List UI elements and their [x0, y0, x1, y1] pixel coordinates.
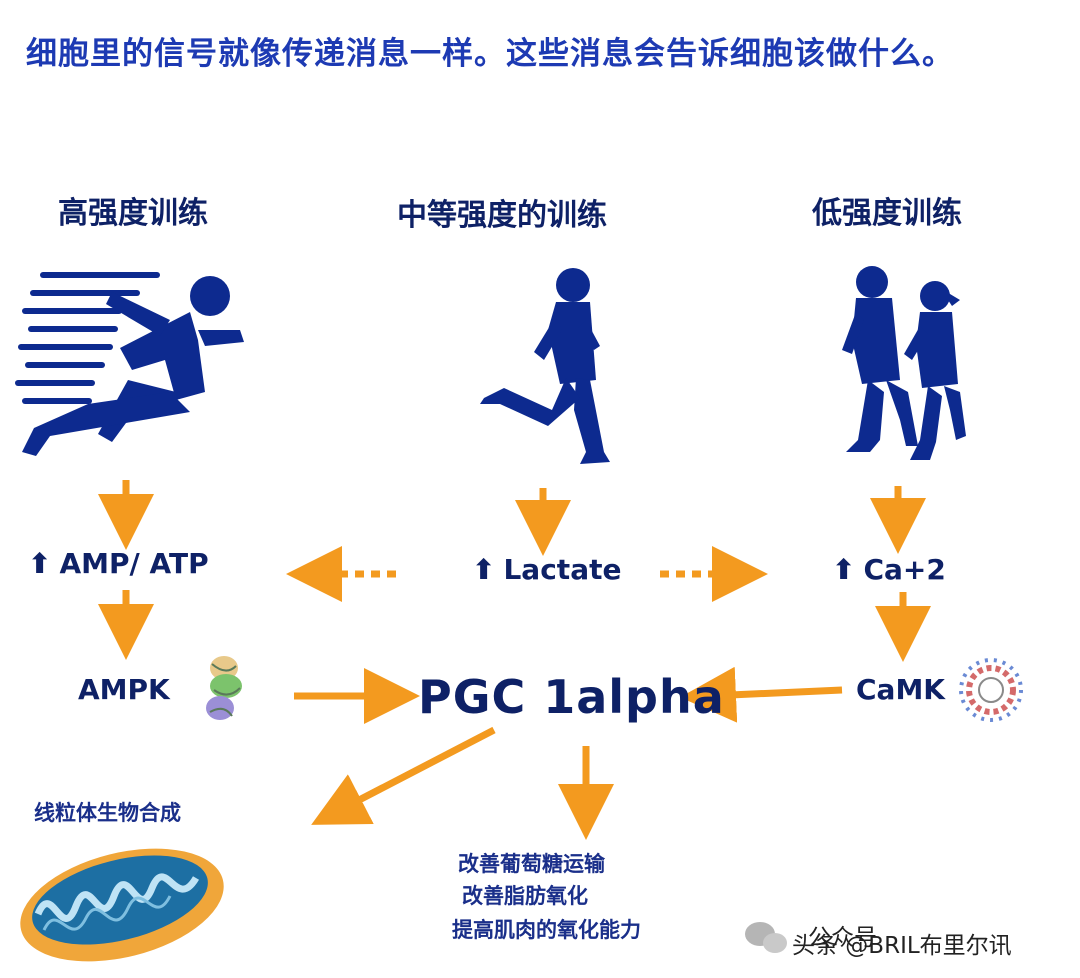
- sprinter-icon: [15, 272, 244, 456]
- amp-atp-label: AMP/ ATP: [59, 547, 209, 580]
- pgc1alpha-label: PGC 1alpha: [418, 670, 725, 724]
- camk-label: CaMK: [856, 673, 946, 706]
- arrow-camk-to-pgc: [680, 666, 843, 723]
- watermark-main: 头条 @BRIL布里尔讯: [792, 933, 1012, 959]
- headline: 细胞里的信号就像传递消息一样。这些消息会告诉细胞该做什么。: [26, 36, 954, 72]
- joggers-icon: [842, 266, 966, 460]
- title-low-intensity: 低强度训练: [812, 196, 962, 231]
- watermark-faint: 公众号: [808, 925, 877, 951]
- ampk-label: AMPK: [78, 673, 170, 706]
- signal-amp-atp: ⬆AMP/ ATP: [28, 547, 209, 580]
- outcome-fat-oxidation: 改善脂肪氧化: [462, 884, 588, 908]
- runner-icon: [480, 268, 610, 464]
- lactate-label: Lactate: [503, 553, 622, 586]
- ca-label: Ca+2: [863, 553, 946, 586]
- wechat-icon: [745, 922, 787, 953]
- up-arrow-icon: ⬆: [28, 547, 52, 580]
- outcome-oxidative-capacity: 提高肌肉的氧化能力: [452, 918, 641, 942]
- title-moderate-intensity: 中等强度的训练: [397, 198, 607, 233]
- arrow-pgc-to-mito: [311, 726, 496, 825]
- up-arrow-icon: ⬆: [472, 553, 496, 586]
- up-arrow-icon: ⬆: [832, 553, 856, 586]
- mitochondrion-icon: [20, 848, 224, 962]
- outcome-glucose-transport: 改善葡萄糖运输: [458, 852, 605, 876]
- signal-lactate: ⬆Lactate: [472, 553, 621, 586]
- signal-calcium: ⬆Ca+2: [832, 553, 946, 586]
- ampk-protein-icon: [206, 656, 242, 720]
- title-high-intensity: 高强度训练: [58, 196, 208, 231]
- outcome-mito-biogenesis: 线粒体生物合成: [34, 801, 181, 825]
- camk-protein-icon: [959, 658, 1023, 722]
